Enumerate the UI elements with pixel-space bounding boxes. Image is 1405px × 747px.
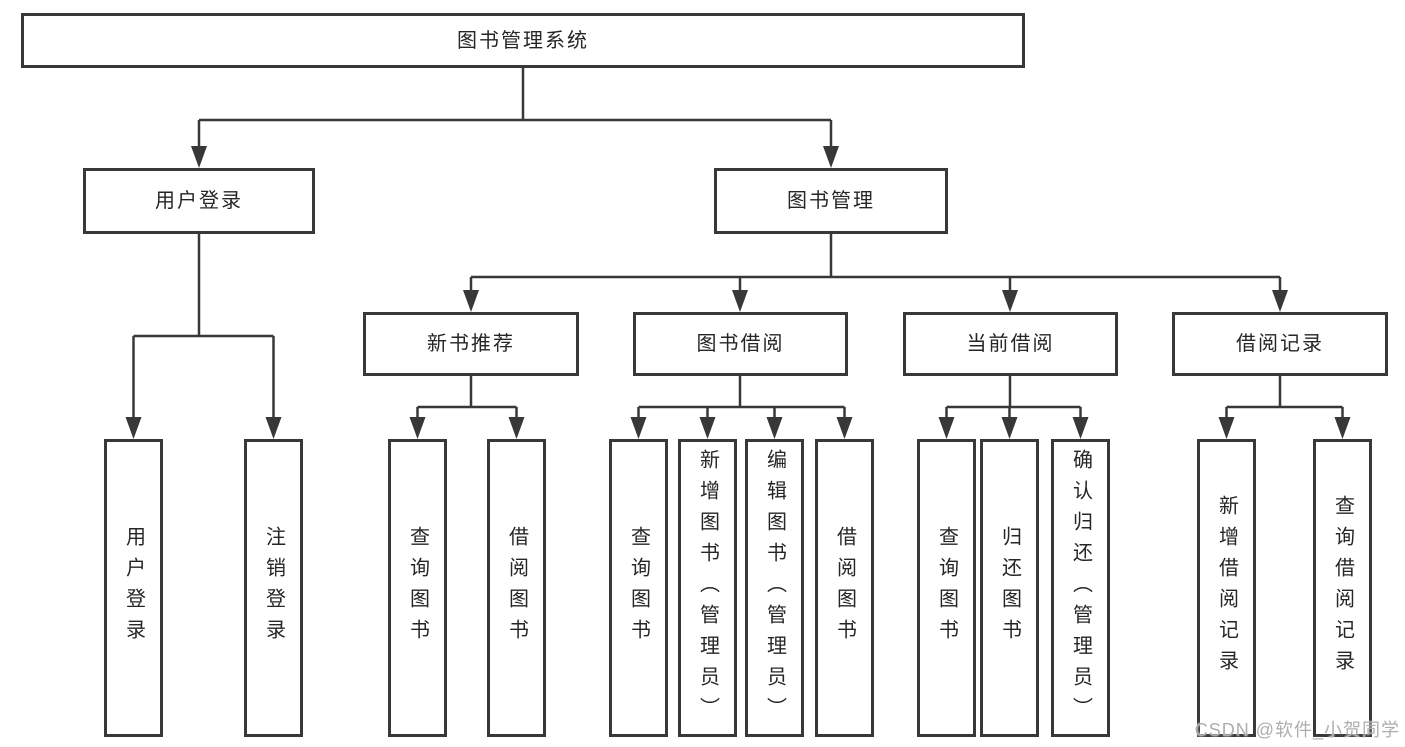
leaf-query-borrow-record: 查询借阅记录 xyxy=(1313,439,1372,737)
node-borrow-records: 借阅记录 xyxy=(1172,312,1388,376)
leaf-borrow-books: 借阅图书 xyxy=(815,439,874,737)
csdn-watermark: CSDN @软件_小贺同学 xyxy=(1194,720,1400,740)
leaf-add-borrow-record: 新增借阅记录 xyxy=(1197,439,1256,737)
leaf-return-books: 归还图书 xyxy=(980,439,1039,737)
leaf-edit-books-admin: 编辑图书（管理员） xyxy=(745,439,804,737)
leaf-confirm-return-admin: 确认归还（管理员） xyxy=(1051,439,1110,737)
leaf-query-books-current: 查询图书 xyxy=(917,439,976,737)
node-library-management-system: 图书管理系统 xyxy=(21,13,1025,68)
node-book-management: 图书管理 xyxy=(714,168,948,234)
leaf-user-login: 用户登录 xyxy=(104,439,163,737)
leaf-query-books-recommend: 查询图书 xyxy=(388,439,447,737)
leaf-add-books-admin: 新增图书（管理员） xyxy=(678,439,737,737)
node-current-borrow: 当前借阅 xyxy=(903,312,1118,376)
node-book-borrow: 图书借阅 xyxy=(633,312,848,376)
node-new-book-recommend: 新书推荐 xyxy=(363,312,579,376)
leaf-borrow-books-recommend: 借阅图书 xyxy=(487,439,546,737)
leaf-query-books-borrow: 查询图书 xyxy=(609,439,668,737)
leaf-logout: 注销登录 xyxy=(244,439,303,737)
node-user-login-group: 用户登录 xyxy=(83,168,315,234)
